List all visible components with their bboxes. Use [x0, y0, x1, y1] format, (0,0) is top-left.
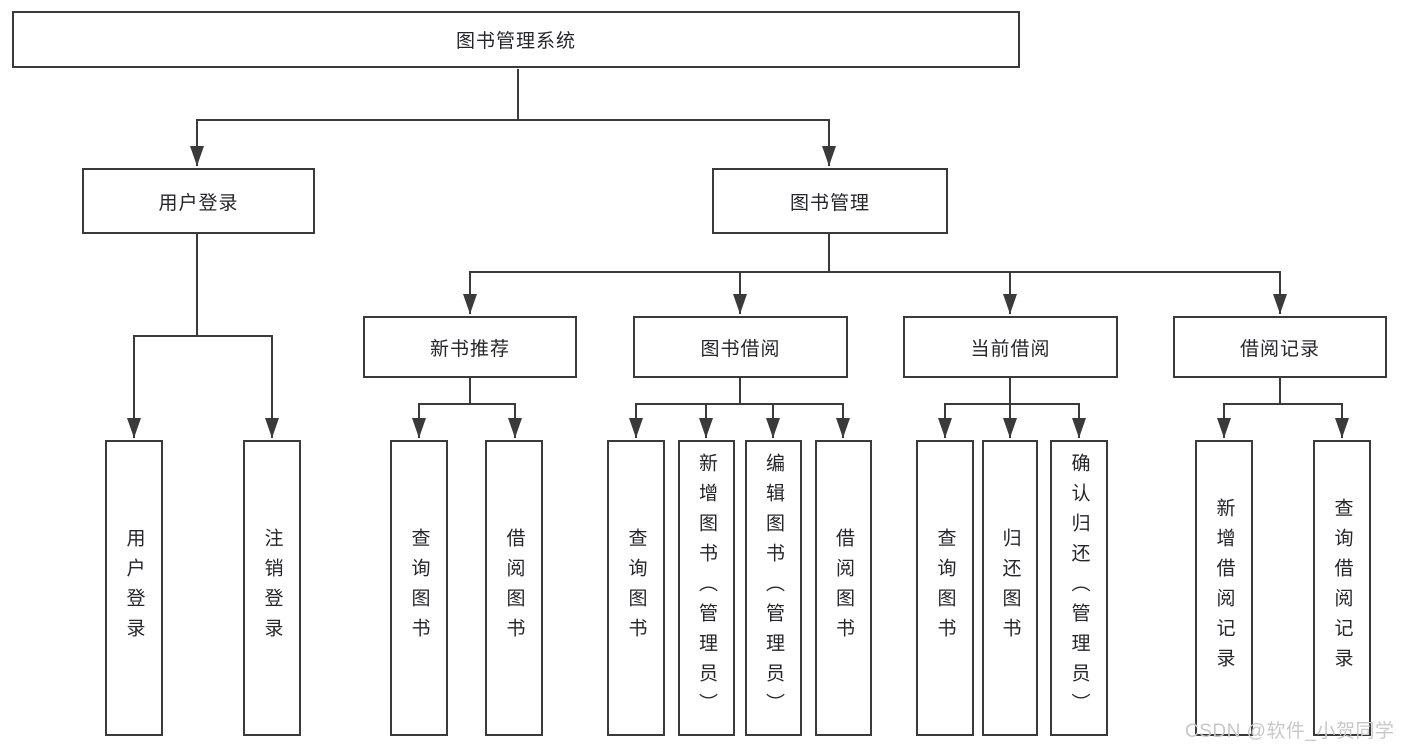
- leaf-add-borrow-record: 新增借阅记录: [1195, 440, 1253, 736]
- node-root-system: 图书管理系统: [12, 11, 1020, 68]
- csdn-watermark: CSDN @软件_小贺同学: [1185, 721, 1395, 742]
- leaf-return-books-label: 归还图书: [999, 528, 1021, 648]
- leaf-add-books-admin-label: 新增图书（管理员）: [696, 453, 717, 723]
- leaf-confirm-return-admin-label: 确认归还（管理员）: [1068, 453, 1090, 723]
- leaf-query-books-borrowing: 查询图书: [607, 440, 665, 736]
- node-borrowing-records-label: 借阅记录: [1239, 338, 1320, 360]
- leaf-query-borrow-record: 查询借阅记录: [1313, 440, 1371, 736]
- leaf-query-books-recommend-label: 查询图书: [408, 528, 430, 648]
- leaf-edit-books-admin-label: 编辑图书（管理员）: [763, 453, 784, 723]
- leaf-return-books: 归还图书: [982, 440, 1038, 736]
- leaf-add-books-admin: 新增图书（管理员）: [678, 440, 735, 736]
- leaf-query-books-current-label: 查询图书: [934, 528, 956, 648]
- node-current-borrowing: 当前借阅: [903, 316, 1118, 378]
- leaf-borrow-books-recommend-label: 借阅图书: [503, 528, 525, 648]
- node-current-borrowing-label: 当前借阅: [970, 338, 1051, 360]
- leaf-query-borrow-record-label: 查询借阅记录: [1331, 498, 1353, 678]
- node-user-login: 用户登录: [82, 168, 315, 234]
- leaf-query-books-borrowing-label: 查询图书: [625, 528, 647, 648]
- leaf-query-books-recommend: 查询图书: [390, 440, 448, 736]
- node-user-login-label: 用户登录: [158, 192, 239, 214]
- leaf-edit-books-admin: 编辑图书（管理员）: [745, 440, 802, 736]
- leaf-confirm-return-admin: 确认归还（管理员）: [1050, 440, 1108, 736]
- leaf-borrow-books-recommend: 借阅图书: [485, 440, 543, 736]
- node-book-borrowing: 图书借阅: [633, 316, 848, 378]
- leaf-logout-label: 注销登录: [261, 528, 283, 648]
- leaf-query-books-current: 查询图书: [916, 440, 974, 736]
- leaf-user-login: 用户登录: [105, 440, 163, 736]
- leaf-borrow-books-label: 借阅图书: [833, 528, 854, 648]
- leaf-borrow-books: 借阅图书: [815, 440, 872, 736]
- node-new-book-recommend-label: 新书推荐: [429, 338, 510, 360]
- node-book-management: 图书管理: [712, 168, 948, 234]
- node-borrowing-records: 借阅记录: [1173, 316, 1387, 378]
- leaf-add-borrow-record-label: 新增借阅记录: [1213, 498, 1235, 678]
- node-book-management-label: 图书管理: [789, 192, 870, 214]
- leaf-user-login-label: 用户登录: [123, 528, 145, 648]
- leaf-logout: 注销登录: [243, 440, 301, 736]
- node-book-borrowing-label: 图书借阅: [700, 338, 781, 360]
- node-new-book-recommend: 新书推荐: [363, 316, 577, 378]
- node-root-label: 图书管理系统: [455, 31, 576, 52]
